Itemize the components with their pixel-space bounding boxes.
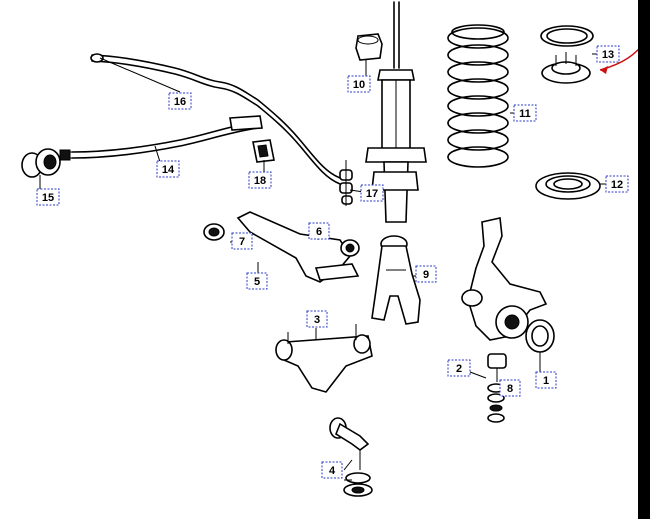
callout-label-5: 5 [254, 276, 260, 288]
callout-4: 4 [321, 461, 343, 479]
callout-14: 14 [156, 160, 180, 178]
radius-rod [59, 115, 263, 161]
stabilizer-bar [90, 53, 341, 185]
callout-13: 13 [596, 45, 620, 63]
callout-label-18: 18 [254, 175, 266, 187]
callout-label-9: 9 [423, 269, 429, 281]
callout-17: 17 [360, 184, 384, 202]
callout-3: 3 [306, 310, 328, 328]
lower-control-arm [203, 211, 360, 283]
callout-label-2: 2 [456, 363, 462, 375]
spring-seat [535, 172, 601, 200]
callout-5: 5 [246, 272, 268, 290]
callout-label-1: 1 [543, 375, 549, 387]
callout-11: 11 [513, 104, 537, 122]
steering-knuckle [461, 217, 548, 341]
callout-8: 8 [499, 379, 521, 397]
callout-2: 2 [447, 359, 471, 377]
shock-absorber [365, 1, 427, 223]
upper-control-arm [275, 324, 373, 393]
callout-10: 10 [347, 75, 371, 93]
hub-bearing [525, 319, 555, 353]
callout-label-6: 6 [316, 226, 322, 238]
callout-label-11: 11 [519, 108, 531, 120]
stabilizer-bushing [252, 139, 275, 163]
upper-strut-mount [540, 25, 594, 84]
callout-label-17: 17 [366, 188, 378, 200]
callout-label-16: 16 [174, 96, 186, 108]
callout-label-15: 15 [42, 192, 54, 204]
callout-label-12: 12 [611, 179, 623, 191]
right-edge-bar [638, 0, 650, 519]
callout-15: 15 [36, 188, 60, 206]
strut-bump-stop [355, 33, 383, 61]
callout-9: 9 [415, 265, 437, 283]
callout-label-14: 14 [162, 164, 175, 176]
callout-label-10: 10 [353, 79, 365, 91]
coil-spring [447, 24, 509, 168]
callout-label-4: 4 [329, 465, 336, 477]
callout-6: 6 [308, 222, 330, 240]
ball-joint-parts [487, 353, 507, 423]
callout-18: 18 [248, 171, 272, 189]
callout-label-7: 7 [239, 236, 245, 248]
stabilizer-link-bushings [339, 160, 353, 206]
damper-fork [371, 235, 421, 325]
tie-rod-end [329, 417, 373, 497]
callout-label-8: 8 [507, 383, 513, 395]
callout-16: 16 [168, 92, 192, 110]
radius-rod-bushings [21, 148, 61, 178]
callout-label-3: 3 [314, 314, 320, 326]
callout-1: 1 [535, 371, 557, 389]
callout-12: 12 [605, 175, 629, 193]
callout-7: 7 [231, 232, 253, 250]
callout-label-13: 13 [602, 49, 614, 61]
callout-labels: 1 2 3 4 5 6 7 8 9 10 11 12 13 14 15 16 1… [36, 45, 629, 479]
